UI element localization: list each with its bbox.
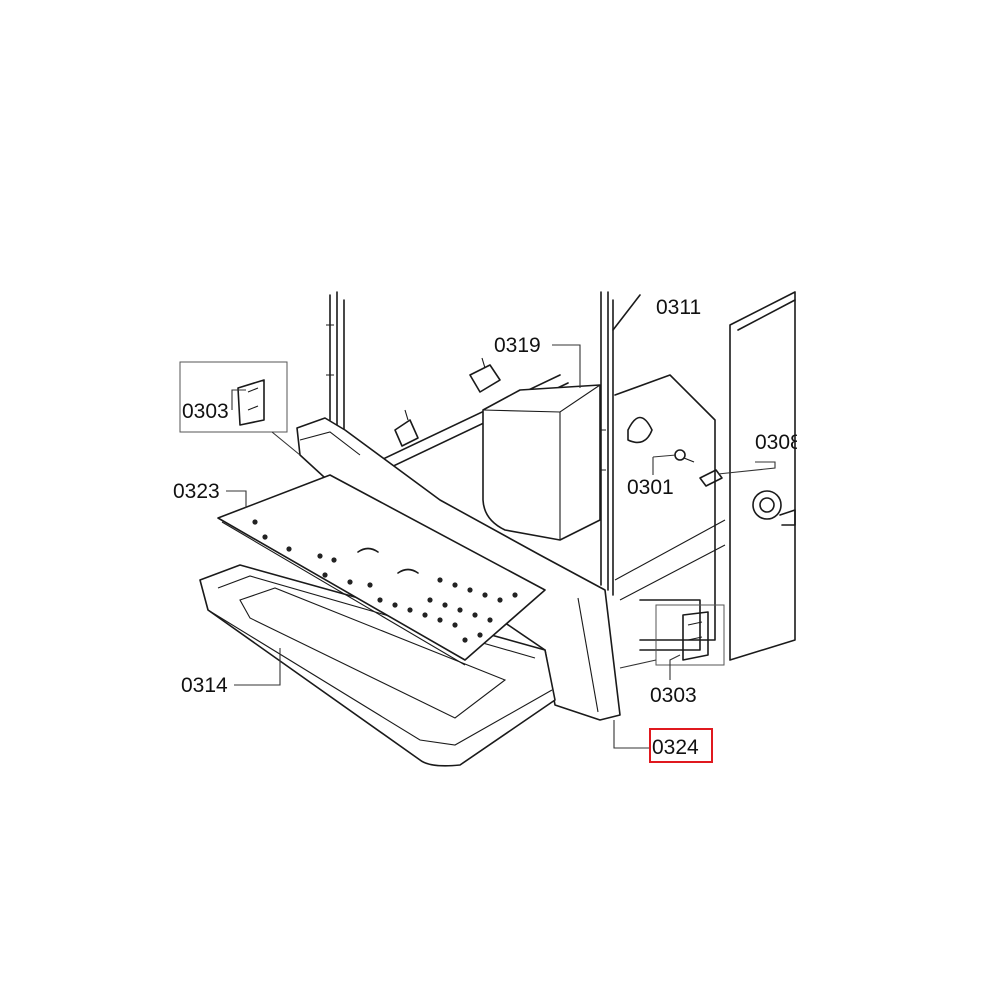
label-0319: 0319 — [494, 334, 541, 357]
leader-lines — [226, 344, 776, 749]
hinge-bracket-left — [179, 361, 288, 433]
hinge-bracket-right — [655, 604, 725, 666]
door-panel — [729, 291, 796, 661]
label-0308: 0308 — [755, 431, 802, 454]
label-0323: 0323 — [173, 480, 220, 503]
label-0303-right: 0303 — [650, 684, 697, 707]
part-labels: 0311 0319 0303 0308 0301 0323 0314 0303 … — [173, 296, 802, 763]
label-0301: 0301 — [627, 476, 674, 499]
left-frame-post — [326, 291, 345, 431]
right-frame-post — [598, 291, 641, 596]
control-buttons — [252, 519, 518, 643]
label-0311: 0311 — [656, 296, 701, 319]
label-0324: 0324 — [652, 736, 699, 759]
control-panel-plate — [217, 474, 546, 666]
label-0314: 0314 — [181, 674, 228, 697]
right-crop-mask — [797, 280, 1000, 700]
water-tank — [482, 384, 601, 541]
label-0303-left: 0303 — [182, 400, 229, 423]
highlight-box — [649, 728, 713, 763]
housing-side-wall — [614, 374, 726, 651]
